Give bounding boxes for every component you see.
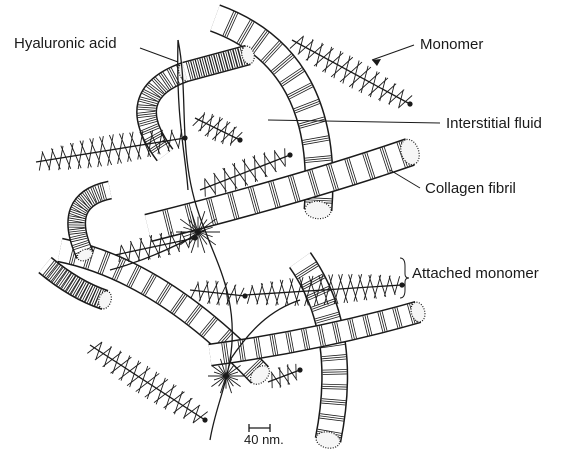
monomer-mid-left-side-chain [130, 241, 139, 260]
monomer-cluster-ray [198, 232, 205, 253]
free-monomer-side-chain [361, 66, 368, 93]
monomer-left-side-chain [90, 139, 102, 167]
monomer-left-side-chain [119, 134, 131, 162]
collagen-fibril-leader [390, 170, 420, 188]
monomer-center-low [190, 280, 248, 305]
monomer-upper-side-chain [212, 122, 230, 140]
free-monomer-end [407, 101, 412, 106]
monomer-upper-end [237, 137, 242, 142]
monomer-bottom-left [87, 342, 207, 423]
label-attached-monomer: Attached monomer [412, 266, 539, 281]
free-monomer-side-chain [290, 36, 303, 48]
monomer-bottom-left-side-chain [147, 372, 156, 399]
monomer-center-low-end [242, 293, 247, 298]
monomer-center-side-chain [275, 151, 286, 166]
free-monomer-side-chain [307, 39, 312, 60]
monomer-center-side-chain [215, 173, 216, 194]
collagen-fibrils [43, 12, 427, 451]
label-interstitial-fluid: Interstitial fluid [446, 116, 542, 131]
attached-monomer-bracket [400, 258, 409, 298]
monomer-center-side-chain [275, 150, 276, 171]
monomer-center-side-chain [205, 179, 206, 196]
monomer-bottom-end [297, 367, 302, 372]
monomer-bottom-left-side-chain [103, 352, 122, 367]
free-monomer-side-chain [349, 67, 371, 87]
scale-bar-label: 40 nm. [244, 433, 284, 446]
monomer-center-side-chain [205, 178, 216, 193]
monomer-bottom-left-side-chain [173, 398, 192, 413]
free-monomer-side-chain [340, 62, 362, 82]
monomer-left-end [182, 135, 187, 140]
free-monomer-side-chain [352, 61, 359, 89]
free-monomer-side-chain [331, 57, 353, 77]
monomer-leader [372, 45, 414, 60]
label-hyaluronic-acid: Hyaluronic acid [14, 36, 117, 51]
monomer-arrowhead [372, 59, 381, 66]
monomer-bottom-left-end [202, 417, 207, 422]
monomer-bottom-left-side-chain [104, 346, 111, 367]
interstitial-fluid-leader [268, 120, 440, 123]
free-monomer-side-chain [389, 84, 394, 105]
monomer-upper-side-chain [223, 121, 228, 144]
attached-monomer-end [399, 282, 404, 287]
proteoglycan-monomers [36, 36, 413, 423]
monomer-left-side-chain [99, 137, 111, 165]
monomer-center-side-chain [285, 148, 286, 165]
monomer-bottom-left-side-chain [184, 398, 191, 419]
monomer-upper [193, 112, 243, 145]
monomer-left-side-chain [109, 135, 121, 163]
monomer-bottom [268, 364, 303, 388]
monomer-upper-side-chain [208, 114, 213, 137]
monomer-center-end [287, 152, 292, 157]
hyaluronic-acid-pointer [140, 48, 178, 62]
label-monomer: Monomer [420, 37, 483, 52]
monomer-bottom-left-side-chain [138, 366, 147, 393]
monomer-upper-side-chain [215, 117, 220, 141]
free-monomer-side-chain [343, 56, 350, 84]
monomer-upper-side-chain [205, 118, 223, 136]
label-collagen-fibril: Collagen fibril [425, 181, 516, 196]
free-monomer-side-chain [334, 51, 341, 78]
